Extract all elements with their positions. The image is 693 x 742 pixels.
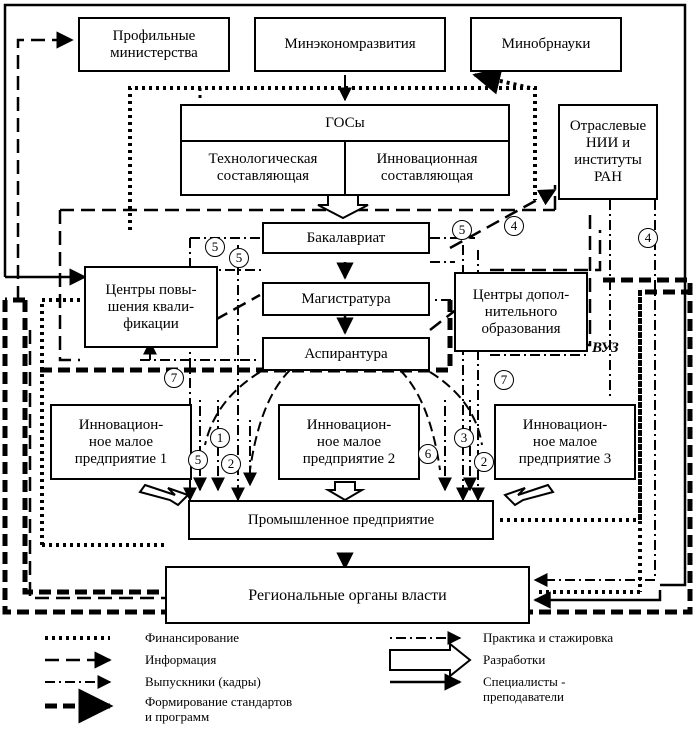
small-enterprise-2-box: Инновацион- ное малое предприятие 2 xyxy=(278,404,420,480)
innov-component-label: Инновационная составляющая xyxy=(376,151,478,184)
legend-graduates: Выпускники (кадры) xyxy=(145,674,261,689)
additional-edu-centers-box: Центры допол- нительного образования xyxy=(454,272,588,352)
regional-authorities-box: Региональные органы власти xyxy=(165,566,530,624)
research-institutes-box: Отраслевые НИИ и институты РАН xyxy=(558,104,658,200)
marker-1: 1 xyxy=(210,428,230,448)
marker-2b: 2 xyxy=(474,452,494,472)
industrial-enterprise-box: Промышленное предприятие xyxy=(188,500,494,540)
marker-6: 6 xyxy=(418,444,438,464)
gos-box: ГОСы Технологическая составляющая Иннова… xyxy=(180,104,510,196)
small-enterprise-3-box: Инновацион- ное малое предприятие 3 xyxy=(494,404,636,480)
legend-information: Информация xyxy=(145,652,217,667)
profile-ministries-box: Профильные министерства xyxy=(78,17,230,72)
legend-samples xyxy=(45,631,472,724)
marker-5a: 5 xyxy=(205,237,225,257)
minobr-box: Минобрнауки xyxy=(470,17,622,72)
legend-financing: Финансирование xyxy=(145,630,240,645)
practice-lines xyxy=(193,299,477,492)
additional-edu-centers-label: Центры допол- нительного образования xyxy=(472,286,570,337)
mineconom-label: Минэкономразвития xyxy=(284,36,416,52)
small-enterprise-2-label: Инновацион- ное малое предприятие 2 xyxy=(302,416,396,467)
master-box: Магистратура xyxy=(262,282,430,316)
small-enterprise-1-box: Инновацион- ное малое предприятие 1 xyxy=(50,404,192,480)
tech-component-label: Технологическая составляющая xyxy=(182,142,346,194)
marker-4b: 4 xyxy=(638,228,658,248)
marker-2a: 2 xyxy=(221,454,241,474)
profile-ministries-label: Профильные министерства xyxy=(110,27,198,61)
gos-title: ГОСы xyxy=(182,106,508,142)
bachelor-label: Бакалавриат xyxy=(306,229,386,246)
marker-5c: 5 xyxy=(452,220,472,240)
financing-lines xyxy=(40,67,642,594)
qualification-centers-label: Центры повы- шения квали- фикации xyxy=(105,281,197,332)
marker-3: 3 xyxy=(454,428,474,448)
small-enterprise-1-label: Инновацион- ное малое предприятие 1 xyxy=(74,416,168,467)
marker-4a: 4 xyxy=(504,216,524,236)
postgrad-box: Аспирантура xyxy=(262,337,430,371)
qualification-centers-box: Центры повы- шения квали- фикации xyxy=(84,266,218,348)
bachelor-box: Бакалавриат xyxy=(262,222,430,254)
legend-standards: Формирование стандартов и программ xyxy=(145,694,293,724)
mineconom-box: Минэкономразвития xyxy=(254,17,446,72)
vuz-label: ВУЗ xyxy=(592,340,619,356)
master-label: Магистратура xyxy=(301,290,391,307)
small-enterprise-3-label: Инновацион- ное малое предприятие 3 xyxy=(518,416,612,467)
legend-teachers: Специалисты - преподаватели xyxy=(483,674,566,704)
postgrad-label: Аспирантура xyxy=(304,345,388,362)
marker-7a: 7 xyxy=(164,368,184,388)
developments-arrows xyxy=(138,194,555,507)
regional-authorities-label: Региональные органы власти xyxy=(248,586,447,604)
marker-5d: 5 xyxy=(188,450,208,470)
minobr-label: Минобрнауки xyxy=(501,36,591,52)
legend-developments: Разработки xyxy=(483,652,546,667)
industrial-enterprise-label: Промышленное предприятие xyxy=(247,511,435,528)
legend-practice: Практика и стажировка xyxy=(483,630,614,645)
marker-5b: 5 xyxy=(229,248,249,268)
marker-7b: 7 xyxy=(494,370,514,390)
research-institutes-label: Отраслевые НИИ и институты РАН xyxy=(569,118,647,185)
